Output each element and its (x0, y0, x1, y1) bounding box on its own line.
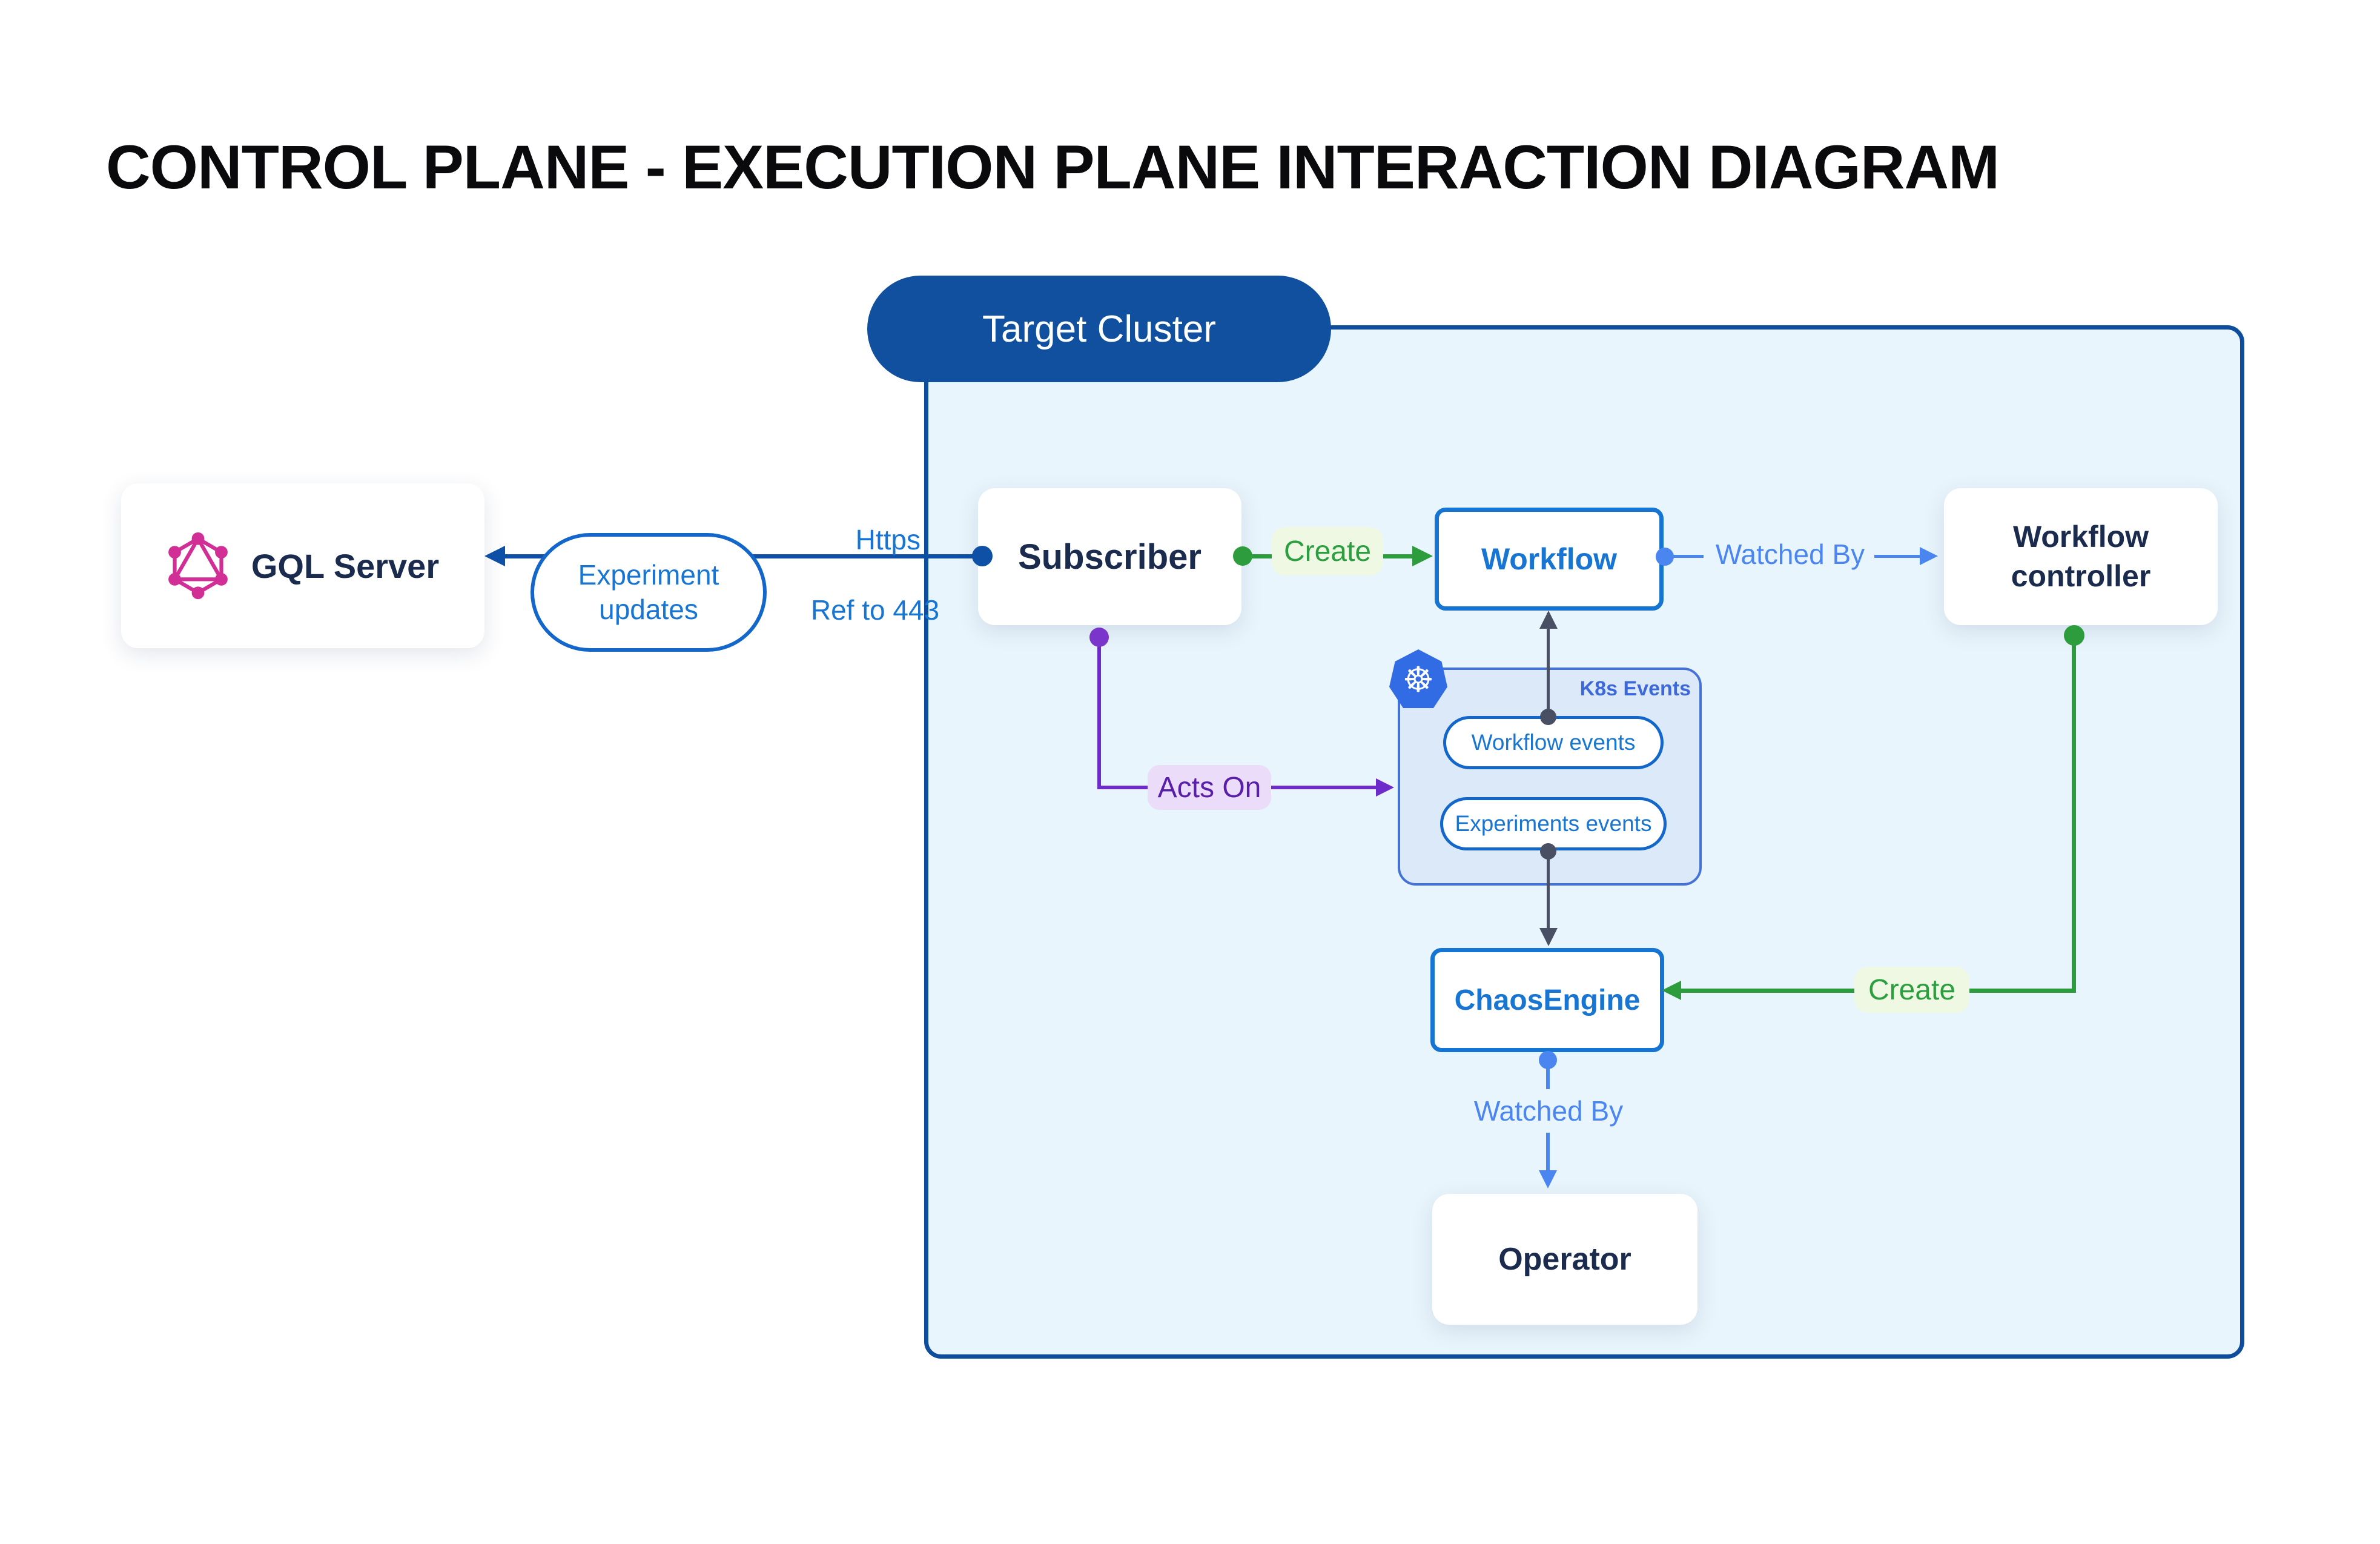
node-subscriber-label: Subscriber (1018, 537, 1202, 577)
edge-create2-dot-controller (2064, 625, 2084, 646)
edge-create-workflow-label: Create (1283, 535, 1372, 568)
arrowhead-left-gql (484, 546, 505, 566)
node-gql-server: GQL Server (121, 483, 484, 648)
edge-actson-chip: Acts On (1148, 765, 1271, 810)
edge-actson-dot-subscriber (1089, 628, 1109, 647)
arrowhead-down-chaosengine (1539, 928, 1558, 946)
edge-create-workflow-chip: Create (1272, 527, 1383, 575)
edge-create-dot-subscriber (1233, 546, 1252, 566)
edge-create-chaosengine-label: Create (1868, 973, 1956, 1006)
arrowhead-right-k8sbox (1376, 778, 1394, 797)
edge-create-chaosengine-chip: Create (1854, 967, 1969, 1013)
node-chaosengine: ChaosEngine (1430, 948, 1664, 1052)
node-chaosengine-label: ChaosEngine (1454, 984, 1641, 1016)
arrowhead-right-controller (1920, 547, 1938, 565)
edge-create2-vline (2072, 635, 2076, 991)
edge-watchedby-operator-label: Watched By (1473, 1095, 1624, 1127)
arrowhead-left-chaosengine (1662, 981, 1681, 1000)
node-gql-server-label: GQL Server (251, 546, 440, 585)
edge-experiment-updates-pill: Experiment updates (531, 533, 767, 652)
target-cluster-pill: Target Cluster (867, 276, 1331, 382)
pill-workflow-events: Workflow events (1443, 716, 1664, 769)
edge-experiment-updates-label: Experiment updates (578, 558, 719, 626)
edge-https-label: Https (855, 524, 921, 555)
edge-chaosengine-vline (1547, 851, 1550, 943)
node-workflow-label: Workflow (1481, 542, 1618, 576)
arrowhead-right-workflow (1412, 546, 1433, 566)
node-operator: Operator (1432, 1194, 1697, 1325)
edge-watchedby2-dot-chaosengine (1539, 1051, 1557, 1069)
edge-watchedby-dot-workflow (1656, 548, 1674, 566)
edge-actson-vline (1097, 637, 1101, 789)
edge-workflowevents-dot (1540, 709, 1556, 725)
edge-ref443-label: Ref to 443 (810, 594, 940, 626)
node-workflow: Workflow (1435, 508, 1664, 611)
graphql-icon (168, 532, 228, 600)
pill-experiments-events-label: Experiments events (1455, 811, 1652, 836)
arrowhead-down-operator (1539, 1170, 1557, 1188)
pill-experiments-events: Experiments events (1440, 797, 1667, 850)
k8s-events-label: K8s Events (1579, 677, 1691, 700)
edge-actson-label: Acts On (1157, 771, 1261, 804)
node-workflow-controller-label: Workflow controller (2011, 520, 2151, 593)
page-title: CONTROL PLANE - EXECUTION PLANE INTERACT… (106, 133, 2000, 202)
arrowhead-up-workflow (1539, 611, 1558, 629)
node-subscriber: Subscriber (978, 488, 1241, 625)
target-cluster-label: Target Cluster (982, 308, 1216, 350)
node-workflow-controller: Workflow controller (1944, 488, 2218, 625)
edge-workflow-events-vline (1547, 613, 1550, 717)
edge-watchedby-workflow-line1 (1664, 555, 1704, 558)
kubernetes-wheel-glyph: ☸ (1403, 659, 1434, 700)
edge-https-dot-subscriber (972, 546, 993, 566)
edge-watchedby-workflow-line2 (1874, 555, 1922, 558)
edge-watchedby-workflow-label: Watched By (1715, 538, 1865, 570)
edge-watchedby-operator-chip: Watched By (1468, 1089, 1629, 1133)
node-operator-label: Operator (1498, 1242, 1631, 1277)
pill-workflow-events-label: Workflow events (1471, 730, 1636, 755)
edge-experimentsevents-dot (1540, 843, 1556, 860)
